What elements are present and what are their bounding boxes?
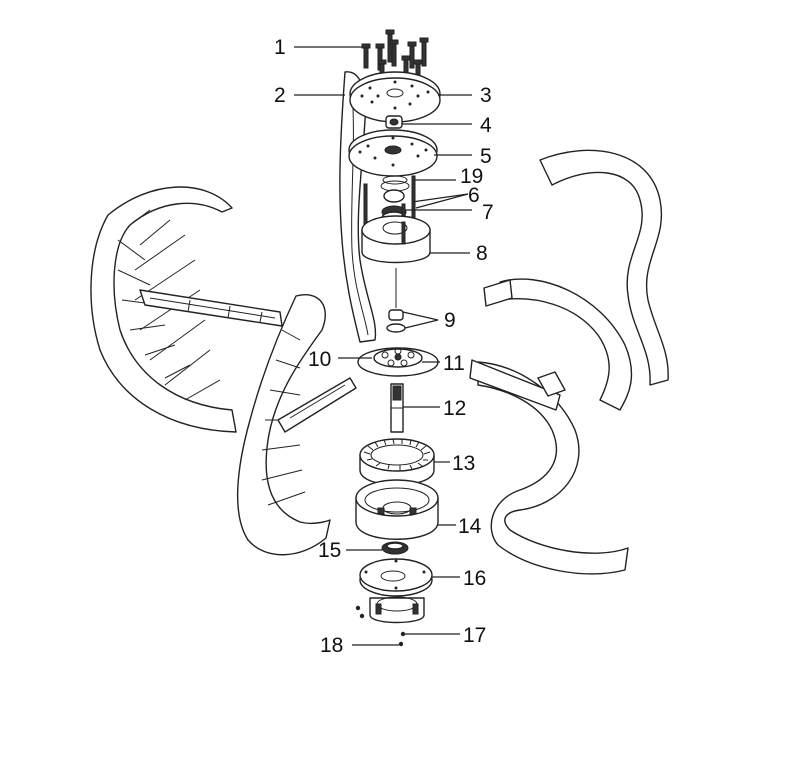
leader-lines (294, 46, 472, 646)
bottom-bearing (381, 541, 409, 555)
right-blade-lower (469, 359, 629, 575)
callout-labels: 1 2 3 4 5 19 6 7 8 9 10 11 12 13 14 15 1… (274, 36, 494, 657)
callout-19: 19 (460, 165, 483, 188)
callout-1: 1 (274, 36, 286, 59)
callout-11: 11 (443, 352, 465, 375)
callout-4: 4 (480, 114, 492, 137)
callout-13: 13 (452, 452, 475, 475)
lower-nut (386, 309, 406, 333)
top-plate (349, 71, 441, 123)
callout-12: 12 (443, 397, 466, 420)
small-screws (355, 605, 406, 647)
flange-base (359, 558, 433, 624)
right-blade-upper (483, 149, 669, 411)
central-blade (339, 71, 377, 343)
callout-10: 10 (308, 348, 331, 371)
rotor-plate (357, 347, 439, 377)
callout-6: 6 (468, 184, 480, 207)
callout-17: 17 (463, 624, 486, 647)
left-blade-lower (236, 294, 357, 556)
callout-14: 14 (458, 515, 482, 538)
callout-9: 9 (444, 309, 456, 332)
callout-8: 8 (476, 242, 488, 265)
main-shaft (390, 383, 404, 433)
callout-16: 16 (463, 567, 486, 590)
housing (355, 479, 439, 540)
top-nut (385, 115, 403, 129)
stator (359, 438, 435, 486)
callout-3: 3 (480, 84, 492, 107)
callout-5: 5 (480, 145, 492, 168)
bolts (361, 29, 429, 85)
callout-7: 7 (482, 201, 494, 224)
callout-18: 18 (320, 634, 343, 657)
callout-2: 2 (274, 84, 286, 107)
callout-15: 15 (318, 539, 341, 562)
middle-plate (348, 129, 438, 177)
left-blade-upper (90, 186, 283, 433)
hub-disc (361, 215, 431, 264)
